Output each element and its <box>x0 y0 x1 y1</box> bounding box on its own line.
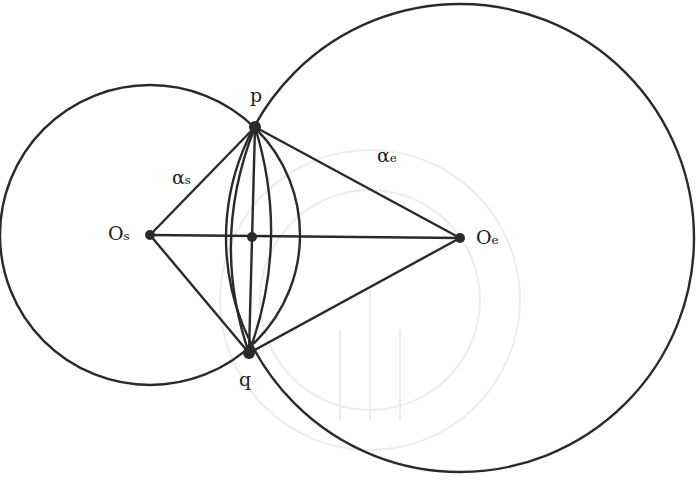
point-label: p <box>250 86 262 105</box>
point-dot <box>243 347 255 359</box>
radius-line <box>255 127 460 238</box>
midpoint-dot <box>247 232 257 242</box>
center-label: Oₛ <box>108 224 130 243</box>
center-label: Oₑ <box>476 228 499 247</box>
point-label: q <box>239 370 251 389</box>
circle-e <box>226 4 694 472</box>
radius-line <box>249 238 460 353</box>
circle-s <box>0 85 300 385</box>
center-line <box>150 235 460 238</box>
radius-line <box>150 127 255 235</box>
center-dot <box>455 233 465 243</box>
radius-line <box>150 235 249 353</box>
angle-label: αₑ <box>377 146 397 165</box>
center-dot <box>145 230 155 240</box>
point-dot <box>249 121 261 133</box>
angle-label: αₛ <box>172 168 191 187</box>
